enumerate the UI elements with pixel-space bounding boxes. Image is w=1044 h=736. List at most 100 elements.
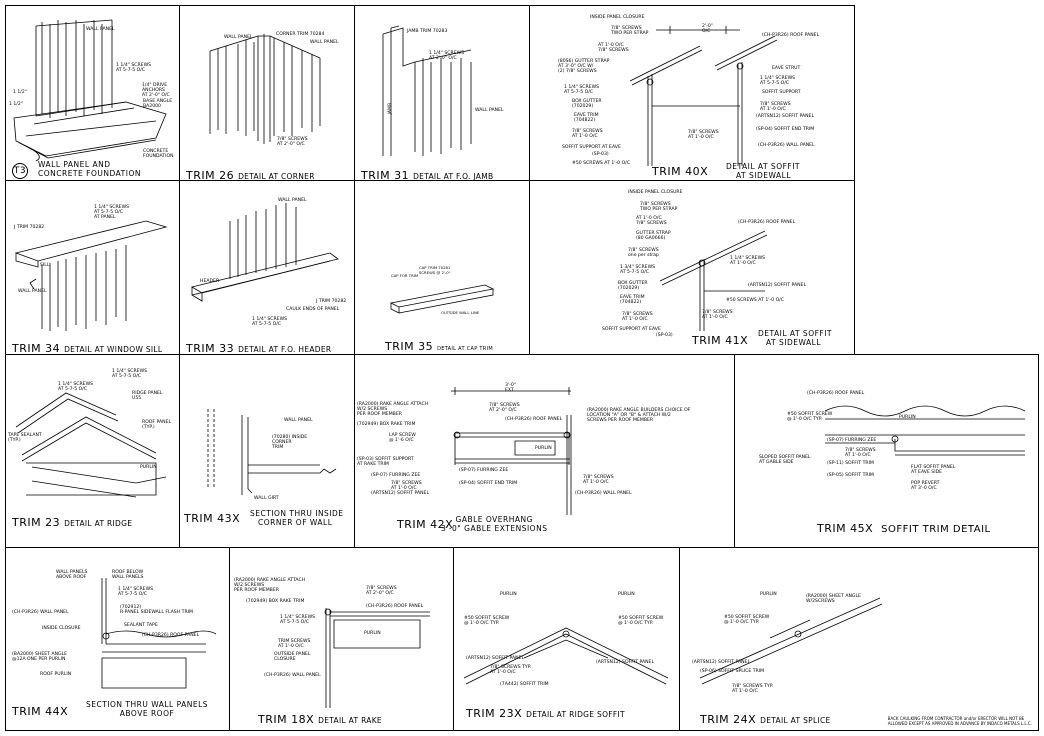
panel-trim-24x: PURLIN (RA2000) SHEET ANGLE W/2SCREWS #5…: [679, 547, 1039, 731]
label: #50 SOFFIT SCREW @ 1'-0 O/C TYP.: [464, 616, 510, 627]
panel-description: SECTION THRU WALL PANELS ABOVE ROOF: [86, 700, 208, 718]
label: CAULK ENDS OF PANEL: [286, 307, 340, 312]
label: (RA2000) SHEET ANGLE W/2SCREWS: [806, 594, 861, 605]
label: PURLIN: [364, 631, 381, 636]
label: (SP-11) SOFFIT TRIM: [827, 461, 874, 466]
panel-trim-35: CAP TRIM 70281 SCREWS @ 2'-0" CAP FOR TR…: [354, 180, 530, 355]
label: BOX GUTTER (702029): [572, 99, 602, 110]
panel-trim-18x: (RA2000) RAKE ANGLE ATTACH W/2 SCREWS PE…: [229, 547, 454, 731]
label: (702949) BOX RAKE TRIM: [246, 599, 305, 604]
soffit-sidewall-drawing: [629, 26, 778, 166]
label: (SP-07) FURRING ZEE: [827, 438, 877, 443]
label: OUTSIDE PANEL CLOSURE: [274, 652, 311, 663]
label: 1 1/4" SCREWS AT 1'-0 O/C: [730, 256, 766, 267]
label: ROOF PANEL (TYP.): [142, 420, 172, 431]
label: (70280) INSIDE CORNER TRIM: [272, 435, 308, 451]
panel-title: TRIM 40X: [652, 160, 708, 179]
label: (ARTSN12) SOFFIT PANEL: [466, 656, 525, 661]
label: PURLIN: [899, 415, 916, 420]
label: 7/8" SCREWS AT 1'-0 O/C: [702, 310, 733, 321]
description-line: CONCRETE FOUNDATION: [38, 169, 141, 178]
description-line: SECTION THRU INSIDE: [250, 509, 344, 518]
label: CAP TRIM 70281 SCREWS @ 2'-0": [419, 265, 451, 276]
label: 7/8" SCREWS TWO PER STRAP: [640, 202, 678, 213]
gable-overhang-drawing: [451, 387, 572, 515]
label: CORNER TRIM 70284: [276, 32, 325, 37]
label: 7/8" SCREWS AT 1'-0 O/C: [688, 130, 719, 141]
label: SLOPED SOFFIT PANEL AT GABLE SIDE: [759, 455, 811, 466]
label: 7/8" SCREWS TYP. AT 1'-0 O/C: [732, 684, 774, 695]
trim-number: TRIM 34: [12, 342, 61, 355]
ridge-drawing: [15, 392, 167, 498]
label: TAPE SEALANT (TYP.): [8, 433, 42, 444]
panel-trim-45x: (CH-P3R26) ROOF PANEL #50 SOFFIT SCREW @…: [734, 354, 1039, 548]
label: TRIM SCREWS AT 1'-0 O/C: [278, 639, 311, 650]
label: 7/8" SCREWS TYP. AT 1'-0 O/C: [490, 665, 532, 676]
label: RIDGE PANEL U55: [132, 391, 163, 402]
label: 1 1/4" SCREWS AT 5-7-5 O/C: [280, 615, 316, 626]
label: 1 1/4" SCREWS AT 5-7-5 O/C AT PANEL: [94, 205, 130, 221]
label: WALL PANEL: [18, 289, 47, 294]
label: JAMB: [388, 102, 394, 115]
label: INSIDE PANEL CLOSURE: [590, 15, 645, 20]
label: 1/4" DRIVE ANCHORS AT 2'-0" O/C: [142, 83, 170, 99]
label: #50 SCREWS AT 1'-0 O/C: [572, 161, 630, 166]
panel-description: SECTION THRU INSIDE CORNER OF WALL: [250, 509, 344, 527]
label: 1 1/4" SCREWS AT 5-7-5 O/C: [252, 317, 288, 328]
label: 7/8" SCREWS AT 1'-0 O/C: [622, 312, 653, 323]
label: 1 1/4" SCREWS AT 5-7-5 O/C: [564, 85, 600, 96]
label: 7/8" SCREWS AT 2'-0" O/C: [366, 586, 397, 597]
trim-number: TRIM 42X: [397, 518, 454, 531]
panel-title: TRIM 41X: [692, 329, 748, 348]
trim-number: TRIM 31: [361, 169, 410, 181]
label: PURLIN: [618, 592, 635, 597]
label: BASE ANGLE BA2000: [143, 99, 173, 110]
label: (ARTSN12) SOFFIT PANEL: [596, 660, 655, 665]
trim-description: DETAIL AT WINDOW SILL: [64, 345, 163, 354]
label: J TRIM 70282: [14, 225, 45, 230]
label: EAVE TRIM (704822): [620, 295, 645, 306]
description-line: ABOVE ROOF: [119, 709, 175, 718]
label: #50 SOFFIT SCREW @ 1'-0 O/C TYP.: [618, 616, 664, 627]
soffit-sidewall-41-drawing: [659, 230, 768, 331]
dimension-label: 3'-0" EXT: [505, 383, 516, 394]
label: WALL PANEL: [284, 418, 313, 423]
label: WALL PANEL: [86, 27, 115, 32]
label: (SP-04) SOFFIT END TRIM: [459, 481, 518, 486]
trim-number: TRIM 33: [186, 342, 235, 355]
description-line: CORNER OF WALL: [258, 518, 333, 527]
label: PURLIN: [535, 446, 552, 451]
rake-drawing: [324, 608, 430, 708]
label: AT 1'-0 O/C 7/8" SCREWS: [636, 216, 667, 227]
label: WALL PANEL: [475, 108, 504, 113]
panel-trim-26: WALL PANEL CORNER TRIM 70284 WALL PANEL …: [179, 5, 355, 181]
label: (CH-P3R26) ROOF PANEL: [807, 391, 865, 396]
label: INSIDE PANEL CLOSURE: [628, 190, 683, 195]
panel-trim-23: 1 1/4" SCREWS AT 5-7-5 O/C 1 1/4" SCREWS…: [5, 354, 180, 548]
label: (CH-P3R26) WALL PANEL: [575, 491, 632, 496]
label: 7/8" SCREWS AT 1'-0 O/C: [391, 481, 422, 492]
label: POP REVERT AT 3'-0 O/C: [911, 481, 940, 492]
panel-trim-34: J TRIM 70282 1 1/4" SCREWS AT 5-7-5 O/C …: [5, 180, 180, 355]
label: (ARTSN12) SOFFIT PANEL: [756, 114, 815, 119]
splice-drawing: [699, 597, 883, 685]
label: SOFFIT SUPPORT AT EAVE: [562, 145, 621, 150]
label: #50 SOFFIT SCREW @ 1'-0 O/C TYP.: [787, 412, 833, 423]
panel-description: DETAIL AT SOFFIT AT SIDEWALL: [726, 162, 800, 180]
label: PURLIN: [500, 592, 517, 597]
label: EAVE STRUT: [772, 66, 801, 71]
label: FLAT SOFFIT PANEL AT EAVE SIDE: [911, 465, 956, 476]
label: #50 SOFFIT SCREW @ 1'-0 O/C TYP.: [724, 615, 770, 626]
label: (SP-03): [592, 152, 609, 157]
ridge-soffit-drawing: [463, 627, 669, 685]
label: J TRIM 70282: [316, 299, 347, 304]
label: WALL PANEL: [310, 40, 339, 45]
footer-note: BACK CAULKING FROM CONTRACTOR and/or ERE…: [887, 716, 1032, 726]
trim-number: TRIM 43X: [184, 512, 241, 525]
description-line: 3'-0" GABLE EXTENSIONS: [441, 524, 548, 533]
label: WALL PANELS ABOVE ROOF: [56, 570, 88, 581]
